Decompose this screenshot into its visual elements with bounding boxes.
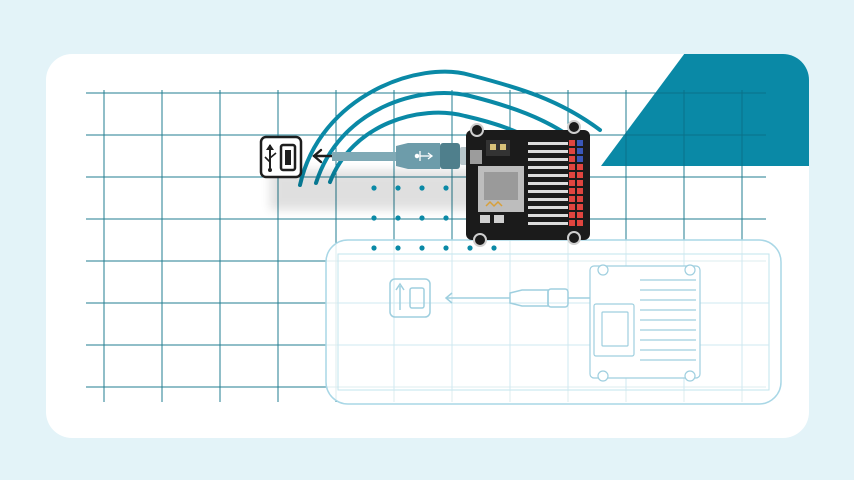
arrow-left-icon — [312, 148, 334, 164]
dot-grid — [371, 185, 497, 251]
blueprint-usb-icon — [389, 278, 431, 318]
blueprint-board — [589, 264, 701, 382]
usb-icon — [259, 135, 303, 179]
board-icon — [466, 120, 590, 247]
blueprint-cable — [444, 288, 590, 308]
blueprint-panel — [325, 239, 782, 405]
